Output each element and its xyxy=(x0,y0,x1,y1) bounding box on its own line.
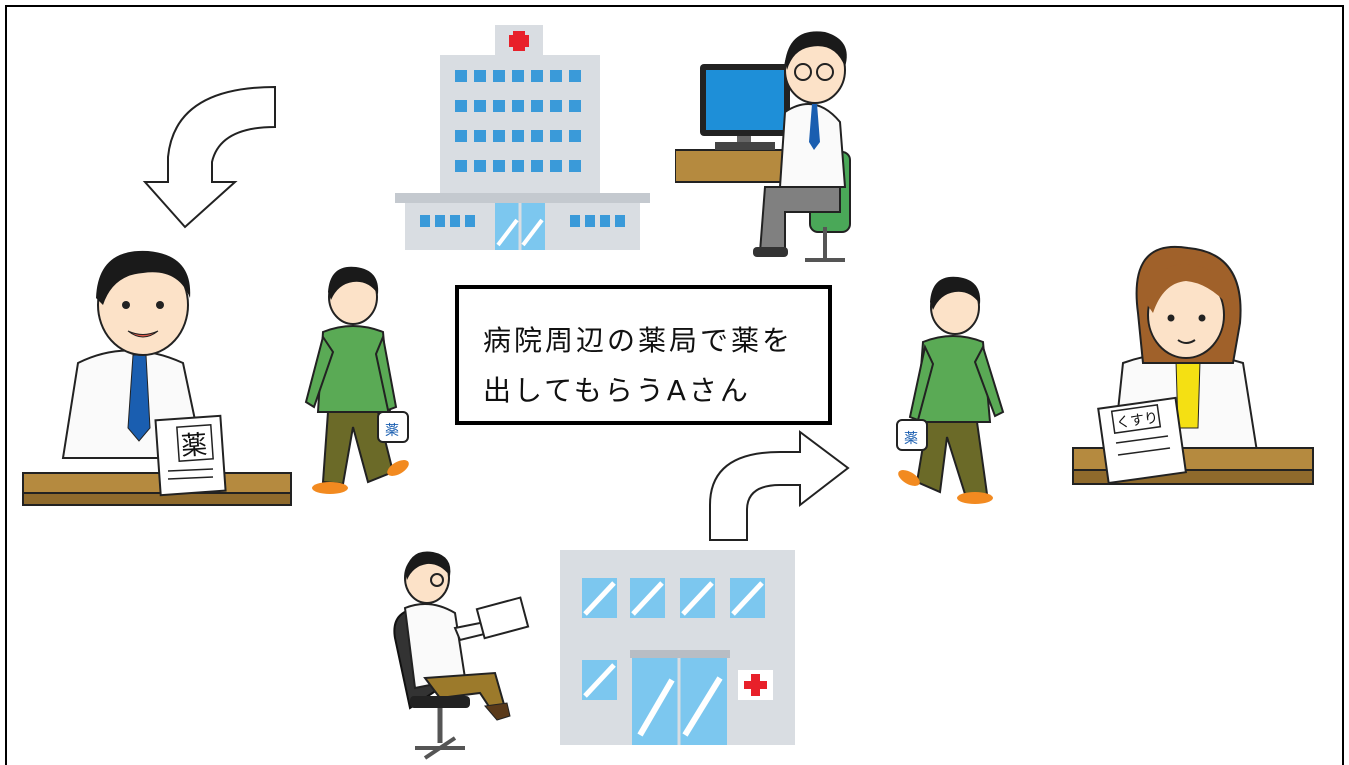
caption-box: 病院周辺の薬局で薬を 出してもらうAさん xyxy=(455,285,832,425)
walking-man-left-icon: 薬 xyxy=(304,266,409,494)
walking-man-right-icon: 薬 xyxy=(896,276,1005,504)
doctor-at-computer-icon xyxy=(675,31,851,262)
caption-line-2: 出してもらうAさん xyxy=(483,374,751,407)
curved-arrow-right-icon xyxy=(709,430,850,541)
medicine-paper-text: 薬 xyxy=(180,430,208,462)
small-clinic-building-icon xyxy=(560,550,795,745)
curved-arrow-down-icon xyxy=(142,85,276,229)
pharmacist-left-icon: 薬 xyxy=(22,250,292,506)
medicine-board-text: くすり xyxy=(1115,410,1159,432)
bag-mark-left-text: 薬 xyxy=(385,423,399,439)
caption-line-1: 病院周辺の薬局で薬を xyxy=(483,324,794,357)
large-hospital-building-icon xyxy=(395,25,650,250)
pharmacist-right-icon: くすり xyxy=(1072,245,1314,485)
doctor-reading-chart-icon xyxy=(393,551,530,760)
bag-mark-right-text: 薬 xyxy=(904,431,918,447)
